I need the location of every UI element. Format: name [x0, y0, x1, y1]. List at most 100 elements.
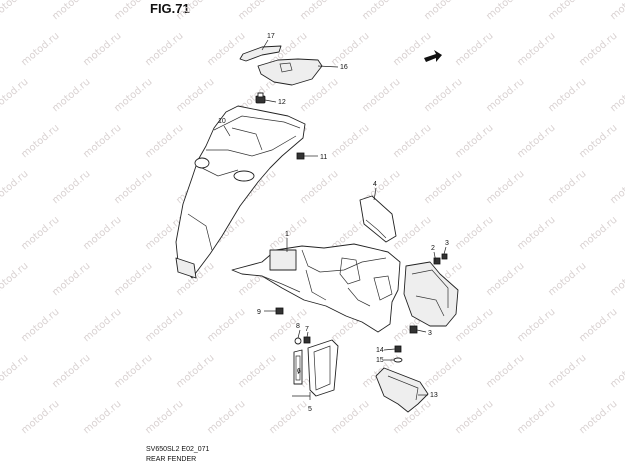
- callout-15: 15: [376, 357, 384, 364]
- part-10-rear-fender: [175, 105, 306, 279]
- watermark-text: motod.ru: [608, 76, 625, 114]
- watermark-text: motod.ru: [112, 76, 154, 114]
- watermark-text: motod.ru: [236, 352, 278, 390]
- watermark-text: motod.ru: [298, 76, 340, 114]
- watermark-text: motod.ru: [19, 214, 61, 252]
- callout-13: 13: [430, 392, 438, 399]
- callout-7: 7: [305, 326, 309, 333]
- watermark-text: motod.ru: [515, 122, 557, 160]
- watermark-text: motod.ru: [236, 0, 278, 22]
- watermark-text: motod.ru: [577, 122, 619, 160]
- part-15-washer: [393, 357, 403, 363]
- watermark-text: motod.ru: [608, 168, 625, 206]
- watermark-text: motod.ru: [360, 0, 402, 22]
- watermark-text: motod.ru: [112, 260, 154, 298]
- watermark-text: motod.ru: [143, 306, 185, 344]
- watermark-text: motod.ru: [81, 122, 123, 160]
- watermark-text: motod.ru: [174, 352, 216, 390]
- forward-arrow-icon: [424, 50, 442, 62]
- watermark-text: motod.ru: [112, 0, 154, 22]
- watermark-text: motod.ru: [298, 168, 340, 206]
- watermark-text: motod.ru: [329, 122, 371, 160]
- watermark-text: motod.ru: [453, 398, 495, 436]
- callout-4: 4: [373, 181, 377, 188]
- part-14-screw: [394, 345, 402, 353]
- watermark-text: motod.ru: [19, 122, 61, 160]
- callout-14: 14: [376, 347, 384, 354]
- callout-11: 11: [320, 154, 327, 161]
- watermark-text: motod.ru: [0, 0, 31, 22]
- watermark-text: motod.ru: [50, 76, 92, 114]
- watermark-text: motod.ru: [422, 76, 464, 114]
- watermark-text: motod.ru: [422, 352, 464, 390]
- callout-12: 12: [278, 99, 286, 106]
- watermark-text: motod.ru: [484, 0, 526, 22]
- callout-labels: 17 16 12 10 11 4 1 2 3 3 9 8 7 6 5 14 15…: [218, 33, 449, 413]
- watermark-text: motod.ru: [577, 306, 619, 344]
- watermark-text: motod.ru: [484, 352, 526, 390]
- callout-10: 10: [218, 118, 226, 125]
- part-5-reflector-housing: [307, 339, 339, 397]
- part-6-reflector-small: [293, 349, 303, 385]
- callout-8: 8: [296, 323, 300, 330]
- watermark-text: motod.ru: [19, 398, 61, 436]
- watermark-text: motod.ru: [546, 352, 588, 390]
- callout-9: 9: [257, 309, 261, 316]
- callout-17: 17: [267, 33, 275, 40]
- part-4-plate: [359, 195, 397, 243]
- part-9-screw: [264, 307, 284, 315]
- watermark-text: motod.ru: [0, 260, 31, 298]
- watermark-text: motod.ru: [453, 30, 495, 68]
- part-3-screw-lower: [409, 325, 427, 334]
- part-11-bolt: [296, 152, 318, 160]
- watermark-text: motod.ru: [484, 76, 526, 114]
- callout-3-lower: 3: [428, 330, 432, 337]
- figure-title: FIG.71: [150, 1, 190, 16]
- watermark-text: motod.ru: [174, 0, 216, 22]
- watermark-text: motod.ru: [205, 30, 247, 68]
- watermark-text: motod.ru: [267, 398, 309, 436]
- part-7-clip: [303, 336, 311, 344]
- callout-16: 16: [340, 64, 348, 71]
- callout-3-upper: 3: [445, 240, 449, 247]
- watermark-text: motod.ru: [143, 398, 185, 436]
- watermark-text: motod.ru: [205, 398, 247, 436]
- watermark-text: motod.ru: [174, 76, 216, 114]
- watermark-text: motod.ru: [50, 260, 92, 298]
- watermark-text: motod.ru: [453, 306, 495, 344]
- leader-lines: [223, 39, 437, 400]
- callout-1: 1: [285, 231, 289, 238]
- watermark-text: motod.ru: [0, 352, 31, 390]
- watermark-text: motod.ru: [608, 260, 625, 298]
- watermark-text: motod.ru: [0, 168, 31, 206]
- part-3-screw-upper: [441, 246, 448, 260]
- watermark-text: motod.ru: [515, 214, 557, 252]
- watermark-text: motod.ru: [267, 306, 309, 344]
- watermark-text: motod.ru: [19, 306, 61, 344]
- watermark-text: motod.ru: [19, 30, 61, 68]
- watermark-text: motod.ru: [577, 214, 619, 252]
- watermark-text: motod.ru: [608, 0, 625, 22]
- watermark-text: motod.ru: [143, 30, 185, 68]
- watermark-text: motod.ru: [546, 168, 588, 206]
- part-17-cover-strip: [239, 45, 282, 62]
- watermark-text: motod.ru: [577, 398, 619, 436]
- watermark-text: motod.ru: [81, 30, 123, 68]
- part-1-rear-fender-frame: [231, 243, 401, 333]
- part-16-tail-cover: [257, 58, 323, 86]
- watermark-text: motod.ru: [81, 214, 123, 252]
- watermark-text: motod.ru: [81, 398, 123, 436]
- part-12-clip-nut: [255, 92, 266, 104]
- callout-6: 6: [297, 368, 301, 375]
- diagram-code: SV650SL2 E02_071: [146, 446, 210, 453]
- callout-5: 5: [308, 406, 312, 413]
- watermark-text: motod.ru: [453, 214, 495, 252]
- watermark-text: motod.ru: [484, 260, 526, 298]
- watermark-text: motod.ru: [50, 0, 92, 22]
- watermark-text: motod.ru: [484, 168, 526, 206]
- watermark-text: motod.ru: [391, 214, 433, 252]
- watermark-text: motod.ru: [50, 352, 92, 390]
- watermark-text: motod.ru: [546, 0, 588, 22]
- watermark-text: motod.ru: [143, 122, 185, 160]
